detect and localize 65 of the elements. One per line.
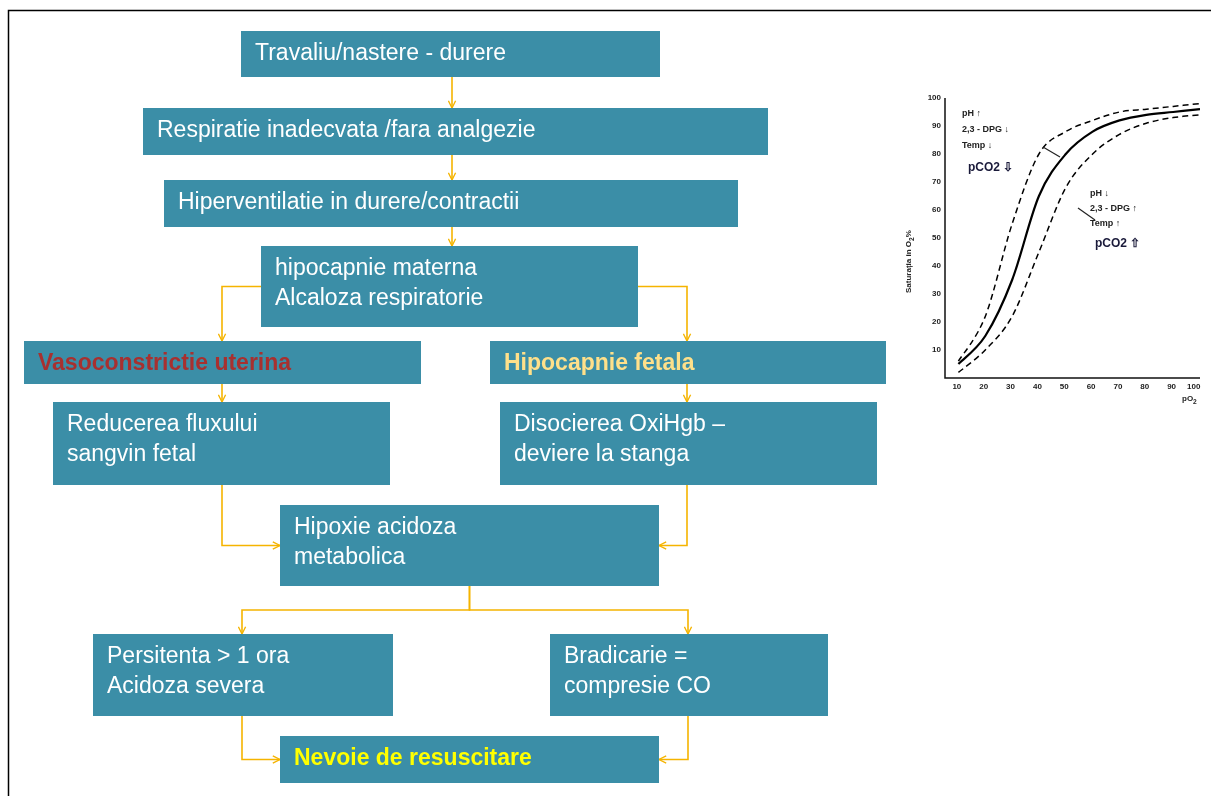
box-text: hipocapnie materna Alcaloza respiratorie	[275, 253, 485, 312]
box-text: Persitenta > 1 ora Acidoza severa	[107, 641, 291, 700]
tick-label: 90	[1167, 382, 1177, 391]
chart-annotation: pCO2 ⇧	[1095, 236, 1141, 250]
process-box	[550, 634, 828, 716]
process-box	[143, 108, 768, 155]
chart-annotation: 2,3 - DPG ↑	[1090, 203, 1137, 213]
box-text: Nevoie de resuscitare	[294, 743, 533, 772]
box-text: Hiperventilatie in durere/contractii	[178, 187, 521, 216]
process-box	[93, 634, 393, 716]
tick-label: 10	[952, 382, 962, 391]
tick-label: 70	[1113, 382, 1123, 391]
tick-label: 60	[931, 205, 941, 214]
arrow	[682, 383, 692, 403]
box-text: Respiratie inadecvata /fara analgezie	[157, 115, 537, 144]
box-text: Vasoconstrictie uterina	[38, 348, 293, 377]
tick-label: 40	[1032, 382, 1042, 391]
chart-annotation: pCO2 ⇩	[968, 160, 1014, 174]
tick-label: 20	[979, 382, 989, 391]
tick-label: 40	[931, 261, 941, 270]
process-box	[164, 180, 738, 227]
tick-label: 70	[931, 177, 941, 186]
arrow	[468, 585, 693, 635]
arrow	[217, 383, 227, 403]
tick-label: 30	[1006, 382, 1015, 391]
tick-label: 90	[931, 121, 941, 130]
box-text: Hipoxie acidoza metabolica	[294, 512, 458, 571]
arrow	[637, 285, 692, 342]
chart-annotation: 2,3 - DPG ↓	[962, 124, 1009, 134]
tick-label: 20	[931, 317, 941, 326]
process-box	[280, 736, 659, 783]
process-box	[53, 402, 390, 485]
tick-label: 60	[1086, 382, 1096, 391]
tick-label: 80	[1140, 382, 1150, 391]
arrow	[658, 484, 688, 550]
arrow	[221, 484, 281, 550]
box-text: Travaliu/nastere - durere	[255, 38, 507, 67]
chart-annotation: pH ↓	[1090, 188, 1109, 198]
tick-label: 50	[931, 233, 941, 242]
process-box	[24, 341, 421, 384]
tick-label: 30	[931, 289, 941, 298]
process-box	[241, 31, 660, 77]
arrow	[241, 715, 281, 764]
chart-annotation: pH ↑	[962, 108, 981, 118]
tick-label: 80	[931, 149, 941, 158]
box-text: Hipocapnie fetala	[504, 348, 696, 377]
box-text: Reducerea fluxului sangvin fetal	[67, 409, 259, 468]
arrow	[447, 226, 457, 247]
arrow	[447, 154, 457, 181]
box-text: Disocierea OxiHgb – deviere la stanga	[514, 409, 726, 468]
axis-title: pO$_{2}$	[1182, 394, 1197, 405]
box-text: Bradicarie = compresie CO	[564, 641, 712, 700]
process-box	[490, 341, 886, 384]
process-box	[500, 402, 877, 485]
chart-annotation: Temp ↓	[962, 140, 993, 150]
tick-label: 50	[1059, 382, 1069, 391]
arrow	[658, 715, 689, 764]
tick-label: 100	[927, 93, 941, 102]
chart-annotation: Temp ↑	[1090, 218, 1121, 228]
process-box	[261, 246, 638, 327]
process-box	[280, 505, 659, 586]
arrow	[217, 285, 262, 342]
tick-label: 10	[931, 345, 941, 354]
arrow	[447, 76, 457, 109]
tick-label: 100	[1187, 382, 1201, 391]
